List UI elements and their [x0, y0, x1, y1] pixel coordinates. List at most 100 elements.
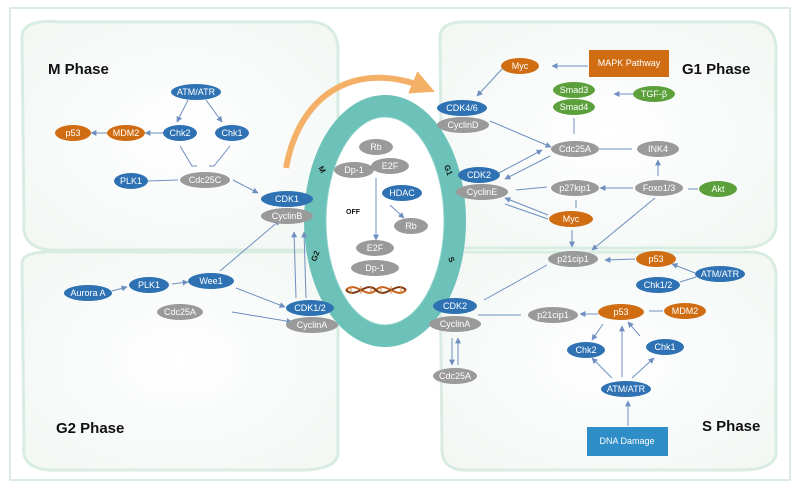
node-m-chk2[interactable]: Chk2 — [163, 125, 197, 141]
svg-text:INK4: INK4 — [648, 144, 668, 154]
node-g2-cyclina[interactable]: CyclinA — [286, 317, 338, 333]
phase-title-g1: G1 Phase — [682, 61, 750, 78]
node-g1-myc-top[interactable]: Myc — [501, 58, 539, 74]
node-g1-smad4[interactable]: Smad4 — [553, 99, 595, 115]
s-phase-group: p21cip1 p53 ATM/ATR Chk1/2 CDK2 CyclinA … — [429, 251, 745, 456]
node-e2f-bottom[interactable]: E2F — [356, 240, 394, 256]
svg-text:CDK1: CDK1 — [275, 194, 299, 204]
node-dp1[interactable]: Dp-1 — [334, 162, 374, 178]
node-s-cdc25a[interactable]: Cdc25A — [433, 368, 477, 384]
node-m-cdc25c[interactable]: Cdc25C — [180, 172, 230, 188]
node-g1-mapk[interactable]: MAPK Pathway — [589, 50, 669, 77]
node-rb-right[interactable]: Rb — [394, 218, 428, 234]
node-m-mdm2[interactable]: MDM2 — [107, 125, 145, 141]
node-g1-cdc25a[interactable]: Cdc25A — [551, 141, 599, 157]
node-s-cdk2[interactable]: CDK2 — [433, 298, 477, 314]
node-m-p53[interactable]: p53 — [55, 125, 91, 141]
node-g2-cdc25a[interactable]: Cdc25A — [157, 304, 203, 320]
svg-text:p53: p53 — [648, 254, 663, 264]
node-g1-myc-mid[interactable]: Myc — [549, 211, 593, 227]
node-s-p21cip1-top[interactable]: p21cip1 — [548, 251, 598, 267]
g1-phase-group: Myc MAPK Pathway CDK4/6 CyclinD Smad3 Sm… — [437, 50, 737, 227]
node-e2f[interactable]: E2F — [371, 158, 409, 174]
center-group: Rb Dp-1 E2F HDAC OFF Rb E2F Dp-1 — [334, 139, 428, 294]
node-g2-plk1[interactable]: PLK1 — [129, 277, 169, 293]
node-g1-cdk2[interactable]: CDK2 — [458, 167, 500, 183]
node-g1-p27kip1[interactable]: p27kip1 — [551, 180, 599, 196]
dna-helix-icon — [345, 286, 407, 294]
node-s-p21cip1[interactable]: p21cip1 — [528, 307, 578, 323]
svg-text:Myc: Myc — [512, 61, 529, 71]
svg-text:Chk2: Chk2 — [575, 345, 596, 355]
node-s-chk12[interactable]: Chk1/2 — [636, 277, 680, 293]
svg-text:ATM/ATR: ATM/ATR — [701, 269, 740, 279]
node-m-cyclinb[interactable]: CyclinB — [261, 208, 313, 224]
node-g2-cdk12[interactable]: CDK1/2 — [286, 300, 334, 316]
svg-text:MAPK Pathway: MAPK Pathway — [598, 58, 661, 68]
node-s-chk2[interactable]: Chk2 — [567, 342, 605, 358]
svg-text:CyclinB: CyclinB — [272, 211, 303, 221]
node-m-chk1[interactable]: Chk1 — [215, 125, 249, 141]
phase-title-m: M Phase — [48, 61, 109, 78]
svg-text:Chk1: Chk1 — [654, 342, 675, 352]
svg-text:Cdc25C: Cdc25C — [189, 175, 222, 185]
node-g1-cdk46[interactable]: CDK4/6 — [437, 100, 487, 116]
svg-text:CDK1/2: CDK1/2 — [294, 303, 326, 313]
svg-text:CyclinE: CyclinE — [467, 187, 498, 197]
svg-text:CyclinD: CyclinD — [447, 120, 479, 130]
node-s-cyclina[interactable]: CyclinA — [429, 316, 481, 332]
node-s-chk1[interactable]: Chk1 — [646, 339, 684, 355]
svg-text:p53: p53 — [65, 128, 80, 138]
node-dp1-bottom[interactable]: Dp-1 — [351, 260, 399, 276]
off-label: OFF — [346, 209, 361, 216]
node-g1-ink4[interactable]: INK4 — [637, 141, 679, 157]
node-m-atm-atr[interactable]: ATM/ATR — [171, 84, 221, 100]
node-s-dna-damage[interactable]: DNA Damage — [587, 427, 668, 456]
node-s-atm-atr[interactable]: ATM/ATR — [601, 381, 651, 397]
cycle-arc-arrow — [283, 71, 435, 169]
svg-text:Rb: Rb — [370, 142, 382, 152]
node-g1-cyclind[interactable]: CyclinD — [437, 117, 489, 133]
svg-text:Cdc25A: Cdc25A — [164, 307, 196, 317]
svg-text:Chk1: Chk1 — [221, 128, 242, 138]
svg-text:CDK2: CDK2 — [443, 301, 467, 311]
node-g1-tgfb[interactable]: TGF-β — [633, 86, 675, 102]
g2-phase-group: Aurora A PLK1 Wee1 Cdc25A CDK1/2 CyclinA — [64, 273, 338, 333]
ring-label-s: S — [446, 256, 457, 265]
svg-text:Smad4: Smad4 — [560, 102, 589, 112]
node-g1-smad3[interactable]: Smad3 — [553, 82, 595, 98]
svg-text:Akt: Akt — [711, 184, 725, 194]
svg-text:Dp-1: Dp-1 — [365, 263, 385, 273]
m-phase-group: ATM/ATR Chk2 Chk1 MDM2 p53 PLK1 Cdc25C C… — [55, 84, 313, 224]
node-g2-aurora-a[interactable]: Aurora A — [64, 285, 112, 301]
svg-text:p21cip1: p21cip1 — [557, 254, 589, 264]
node-hdac[interactable]: HDAC — [382, 185, 422, 201]
node-g2-wee1[interactable]: Wee1 — [188, 273, 234, 289]
svg-text:p21cip1: p21cip1 — [537, 310, 569, 320]
svg-text:Rb: Rb — [405, 221, 417, 231]
node-m-plk1[interactable]: PLK1 — [114, 173, 148, 189]
svg-text:CDK2: CDK2 — [467, 170, 491, 180]
node-s-p53-top[interactable]: p53 — [636, 251, 676, 267]
ring-label-g1: G1 — [442, 164, 454, 178]
ring-label-g2: G2 — [309, 249, 321, 263]
svg-text:E2F: E2F — [367, 243, 384, 253]
svg-text:Dp-1: Dp-1 — [344, 165, 364, 175]
svg-text:TGF-β: TGF-β — [641, 89, 667, 99]
svg-text:E2F: E2F — [382, 161, 399, 171]
node-s-p53[interactable]: p53 — [598, 304, 644, 320]
node-g1-akt[interactable]: Akt — [699, 181, 737, 197]
node-s-atm-atr-right[interactable]: ATM/ATR — [695, 266, 745, 282]
svg-text:Myc: Myc — [563, 214, 580, 224]
node-rb-top[interactable]: Rb — [359, 139, 393, 155]
phase-title-g2: G2 Phase — [56, 420, 124, 437]
svg-text:MDM2: MDM2 — [113, 128, 140, 138]
node-m-cdk1[interactable]: CDK1 — [261, 191, 313, 207]
svg-text:Cdc25A: Cdc25A — [439, 371, 471, 381]
node-s-mdm2[interactable]: MDM2 — [664, 303, 706, 319]
node-g1-cycline[interactable]: CyclinE — [456, 184, 508, 200]
node-g1-foxo13[interactable]: Foxo1/3 — [635, 180, 683, 196]
svg-text:ATM/ATR: ATM/ATR — [177, 87, 216, 97]
svg-text:Smad3: Smad3 — [560, 85, 589, 95]
